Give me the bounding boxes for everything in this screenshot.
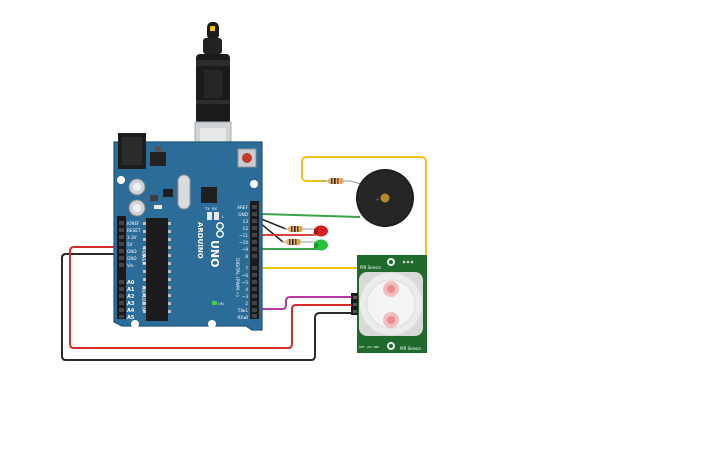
label-3v3: 3.3V <box>127 235 137 240</box>
wire-red-5v[interactable] <box>69 246 356 349</box>
label-pin5: ~5 <box>242 280 249 285</box>
mounting-hole <box>131 320 139 328</box>
voltage-regulator <box>150 152 166 166</box>
svg-text:+: + <box>375 197 379 203</box>
piezo-buzzer[interactable]: + <box>356 169 414 227</box>
label-power: POWER <box>140 248 146 265</box>
mounting-hole <box>208 320 216 328</box>
label-pin10: ~10 <box>239 240 248 245</box>
label-pin13: 13 <box>243 219 249 224</box>
label-a0: A0 <box>127 280 135 286</box>
atmega-chip <box>146 218 168 321</box>
pir-bottom-label: PIR Sensor <box>400 346 422 351</box>
crystal <box>177 174 191 210</box>
label-pin3: ~3 <box>242 294 249 299</box>
label-on: ON <box>218 302 224 306</box>
led-l-indicator <box>207 212 212 220</box>
label-aref: AREF <box>237 205 248 210</box>
label-pin4: 4 <box>245 287 248 292</box>
label-pin9: ~9 <box>242 247 249 252</box>
led-tx-indicator <box>214 212 219 220</box>
wire-magenta-signal[interactable] <box>254 296 356 310</box>
led-red[interactable] <box>313 225 328 237</box>
mounting-hole <box>250 180 258 188</box>
arduino-board[interactable]: IOREF RESET 3.3V 5V GND GND Vin POWER A0… <box>113 133 263 331</box>
label-tx: TX <box>204 207 210 211</box>
label-gnd1: GND <box>127 249 137 254</box>
wire-green-gnd[interactable] <box>254 213 361 218</box>
label-a4: A4 <box>127 308 135 314</box>
label-a2: A2 <box>127 294 135 300</box>
label-a3: A3 <box>127 301 135 307</box>
label-a5: A5 <box>127 315 135 321</box>
mounting-hole <box>117 176 125 184</box>
led-on-indicator <box>212 301 217 305</box>
arduino-logo-icon <box>216 222 224 238</box>
resistor-led-red[interactable] <box>284 226 316 232</box>
pir-top-label: PIR Sensor <box>360 265 382 270</box>
label-digital: DIGITAL (PWM ~) <box>234 258 240 297</box>
label-gnd-right: GND <box>238 212 248 217</box>
brand-arduino: ARDUINO <box>196 222 204 259</box>
label-vin: Vin <box>127 263 134 268</box>
label-gnd2: GND <box>127 256 137 261</box>
label-pin0: RX◂0 <box>237 315 248 320</box>
label-pin6: ~6 <box>242 273 249 278</box>
pir-mini-label: OUT +5V GND <box>359 345 379 349</box>
label-pin2: 2 <box>245 301 248 306</box>
label-ioref: IOREF <box>127 221 140 226</box>
usb-chip <box>201 187 217 203</box>
label-pin7: 7 <box>245 266 248 271</box>
label-pin11: ~11 <box>239 233 248 238</box>
label-pin12: 12 <box>243 226 249 231</box>
label-pin8: 8 <box>245 254 248 259</box>
resistor-buzzer[interactable] <box>322 178 350 184</box>
wire-black-gnd[interactable] <box>61 253 356 361</box>
left-header <box>117 216 126 319</box>
resistor-led-green[interactable] <box>282 239 316 245</box>
buzzer-center <box>380 193 390 203</box>
label-a1: A1 <box>127 287 135 293</box>
label-reset: RESET <box>127 228 141 233</box>
right-header <box>250 201 259 319</box>
label-5v: 5V <box>127 242 133 247</box>
label-pin1: TX▸1 <box>237 308 249 313</box>
led-green[interactable] <box>314 239 328 251</box>
label-analog-in: ANALOG IN <box>140 286 146 311</box>
brand-uno: UNO <box>208 240 221 268</box>
label-l: L <box>222 215 224 219</box>
label-rx: RX <box>212 207 217 211</box>
pir-sensor[interactable]: PIR Sensor PIR Sensor OUT +5V GND <box>351 255 427 353</box>
